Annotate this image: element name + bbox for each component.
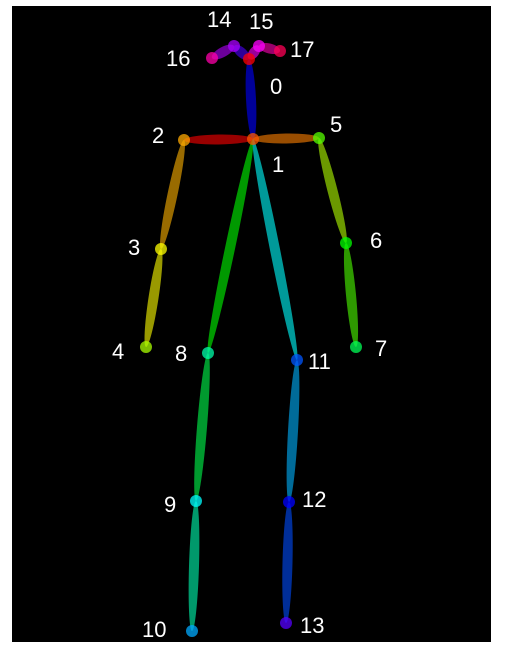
joint-label-8: 8 [175,341,187,366]
joint-15 [253,40,265,52]
joint-3 [155,243,167,255]
joint-label-6: 6 [370,228,382,253]
joint-7 [350,341,362,353]
limb-9-10 [188,500,200,632]
limb-1-2 [183,134,254,145]
joint-10 [186,625,198,637]
joint-5 [313,132,325,144]
joint-label-7: 7 [375,336,387,361]
joint-11 [291,354,303,366]
limb-8-9 [194,352,210,502]
joint-label-15: 15 [249,9,273,34]
limb-1-5 [252,133,320,144]
joint-14 [228,40,240,52]
limb-layer [144,43,359,632]
joint-1 [247,133,259,145]
limb-11-12 [286,359,300,503]
limb-1-8 [207,138,254,354]
joint-label-14: 14 [207,7,231,32]
joint-label-17: 17 [290,37,314,62]
joint-17 [274,45,286,57]
joint-12 [283,496,295,508]
joint-9 [190,495,202,507]
joint-6 [340,237,352,249]
joint-label-16: 16 [166,46,190,71]
joint-label-4: 4 [112,339,124,364]
limb-5-6 [318,137,347,244]
joint-2 [178,134,190,146]
limb-2-3 [160,139,185,250]
joint-label-12: 12 [302,487,326,512]
limb-12-13 [282,501,293,624]
joint-8 [202,347,214,359]
joint-label-13: 13 [300,613,324,638]
limb-1-11 [252,138,298,361]
limb-6-7 [343,242,359,348]
joint-16 [206,52,218,64]
joint-label-10: 10 [142,617,166,642]
joint-13 [280,617,292,629]
joint-label-1: 1 [272,152,284,177]
joint-layer [140,40,362,637]
joint-label-5: 5 [330,112,342,137]
joint-4 [140,341,152,353]
limb-1-0 [245,58,257,140]
joint-0 [243,53,255,65]
joint-label-9: 9 [164,492,176,517]
joint-label-0: 0 [270,74,282,99]
joint-label-11: 11 [308,349,331,374]
limb-3-4 [144,248,163,348]
joint-label-2: 2 [152,123,164,148]
joint-label-3: 3 [128,235,140,260]
